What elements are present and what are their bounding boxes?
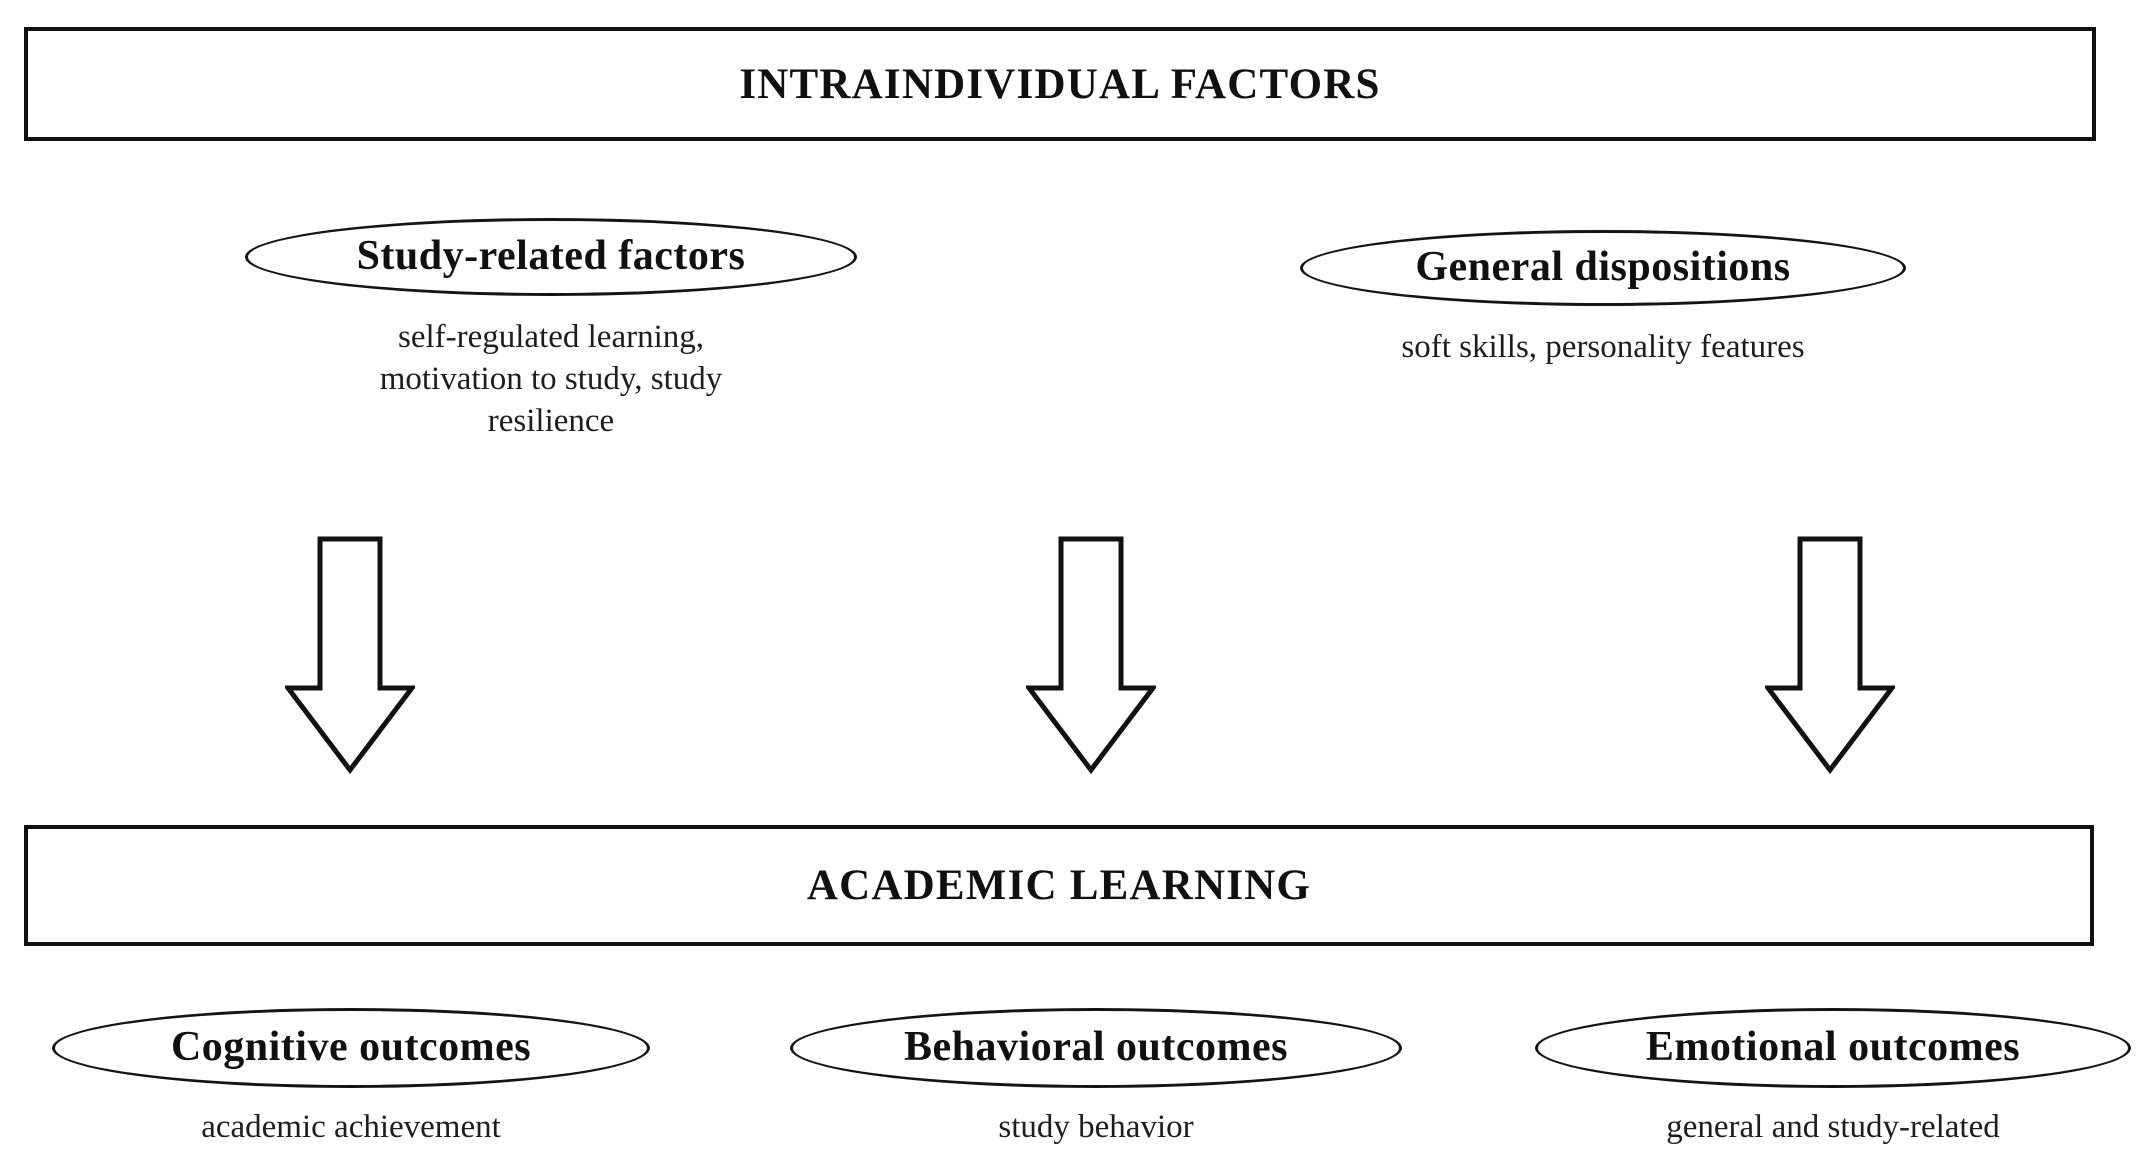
ellipse-emotional-outcomes: Emotional outcomes bbox=[1535, 1008, 2131, 1088]
ellipse-label-emotional-outcomes: Emotional outcomes bbox=[1645, 1024, 2021, 1070]
node-cognitive-outcomes: Cognitive outcomes academic achievement bbox=[52, 1008, 650, 1148]
node-emotional-outcomes: Emotional outcomes general and study-rel… bbox=[1535, 1008, 2131, 1148]
ellipse-cognitive-outcomes: Cognitive outcomes bbox=[52, 1008, 650, 1088]
caption-cognitive-outcomes: academic achievement bbox=[201, 1109, 501, 1145]
ellipse-label-study-related-factors: Study-related factors bbox=[356, 233, 746, 279]
node-behavioral-outcomes: Behavioral outcomes study behavior bbox=[790, 1008, 1402, 1148]
ellipse-label-cognitive-outcomes: Cognitive outcomes bbox=[170, 1024, 532, 1070]
arrow-down-left-icon bbox=[285, 536, 415, 776]
banner-top-label: INTRAINDIVIDUAL FACTORS bbox=[739, 60, 1381, 108]
ellipse-label-behavioral-outcomes: Behavioral outcomes bbox=[904, 1024, 1288, 1070]
node-general-dispositions: General dispositions soft skills, person… bbox=[1300, 230, 1906, 368]
caption-behavioral-outcomes: study behavior bbox=[998, 1109, 1194, 1145]
banner-academic-learning: ACADEMIC LEARNING bbox=[24, 825, 2094, 946]
caption-emotional-outcomes: general and study-related bbox=[1666, 1109, 2000, 1145]
banner-intraindividual-factors: INTRAINDIVIDUAL FACTORS bbox=[24, 27, 2096, 141]
ellipse-study-related-factors: Study-related factors bbox=[245, 218, 857, 296]
ellipse-label-general-dispositions: General dispositions bbox=[1415, 244, 1791, 290]
ellipse-general-dispositions: General dispositions bbox=[1300, 230, 1906, 306]
banner-bottom-label: ACADEMIC LEARNING bbox=[806, 862, 1312, 909]
caption-study-related-factors: self-regulated learning, motivation to s… bbox=[379, 319, 723, 439]
node-study-related-factors: Study-related factors self-regulated lea… bbox=[245, 218, 857, 442]
caption-general-dispositions: soft skills, personality features bbox=[1401, 329, 1805, 365]
arrow-down-right-icon bbox=[1765, 536, 1895, 776]
ellipse-behavioral-outcomes: Behavioral outcomes bbox=[790, 1008, 1402, 1088]
arrow-down-middle-icon bbox=[1026, 536, 1156, 776]
